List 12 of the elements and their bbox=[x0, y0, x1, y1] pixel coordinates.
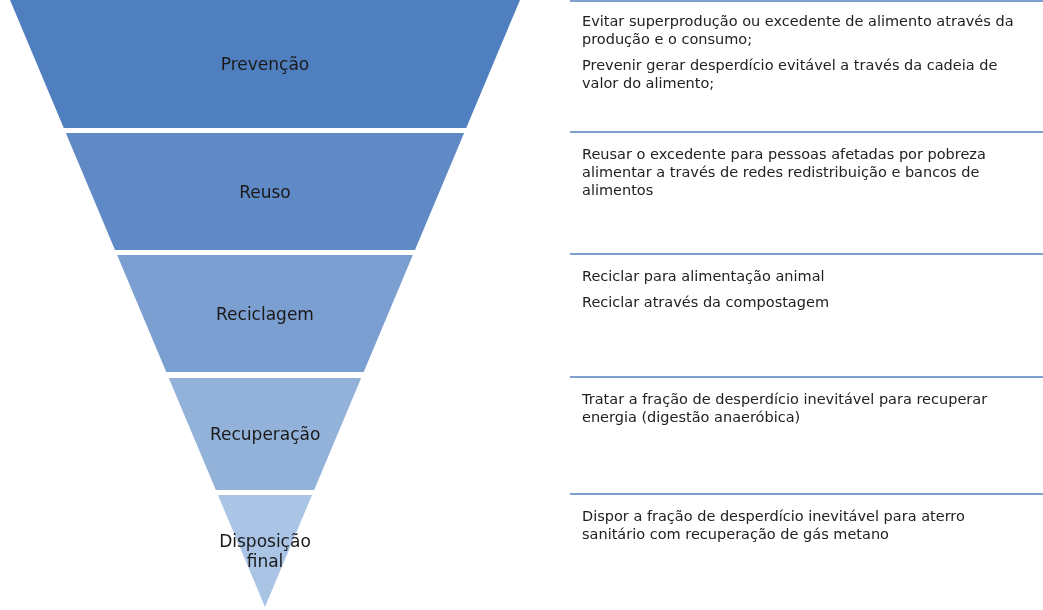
level-label: Disposição final bbox=[218, 531, 312, 571]
description-text: Prevenir gerar desperdício evitável a través da cadeia de valor do alimento; bbox=[582, 56, 999, 93]
description-text: Dispor a fração de desperdício inevitável para aterro sanitário com recuperação de gás metano bbox=[582, 507, 966, 544]
level-label: Recuperação bbox=[210, 424, 320, 444]
description-text: Reciclar através da compostagem bbox=[582, 293, 830, 312]
description-text: Reusar o excedente para pessoas afetadas por pobreza alimentar a través de redes redistribuição e bancos de alimentos bbox=[582, 145, 987, 200]
level-label: Reciclagem bbox=[216, 303, 314, 324]
level-label: Prevenção bbox=[220, 54, 310, 74]
description-text: Evitar superprodução ou excedente de alimento através da produção e o consumo; bbox=[582, 12, 1015, 49]
level-label: Reuso bbox=[239, 181, 291, 202]
description-text: Tratar a fração de desperdício inevitável para recuperar energia (digestão anaeróbica) bbox=[582, 390, 989, 427]
description-text: Reciclar para alimentação animal bbox=[582, 267, 826, 286]
